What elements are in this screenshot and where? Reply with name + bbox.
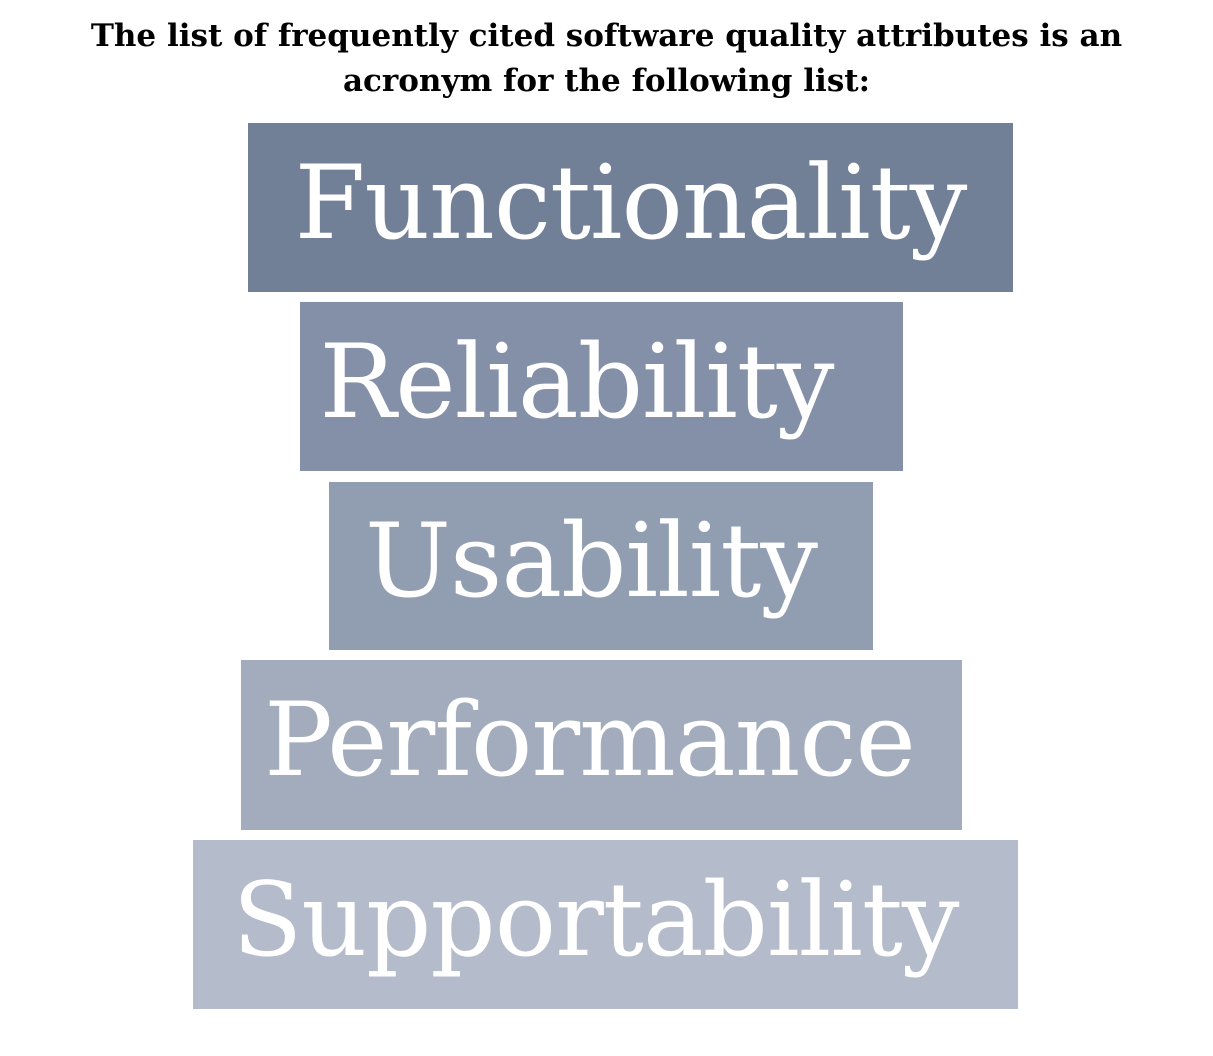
functionality-block: Functionality bbox=[248, 123, 1013, 292]
title-line-1: The list of frequently cited software qu… bbox=[90, 18, 1123, 54]
title-line-2: acronym for the following list: bbox=[342, 63, 871, 99]
performance-block: Performance bbox=[241, 660, 962, 830]
usability-label: Usability bbox=[365, 502, 818, 621]
reliability-label: Reliability bbox=[319, 322, 835, 442]
supportability-block: Supportability bbox=[193, 840, 1018, 1009]
page-title: The list of frequently cited software qu… bbox=[0, 14, 1213, 104]
reliability-block: Reliability bbox=[300, 302, 903, 471]
functionality-label: Functionality bbox=[294, 143, 968, 263]
usability-block: Usability bbox=[329, 482, 873, 650]
supportability-label: Supportability bbox=[232, 860, 960, 980]
performance-label: Performance bbox=[264, 681, 916, 800]
